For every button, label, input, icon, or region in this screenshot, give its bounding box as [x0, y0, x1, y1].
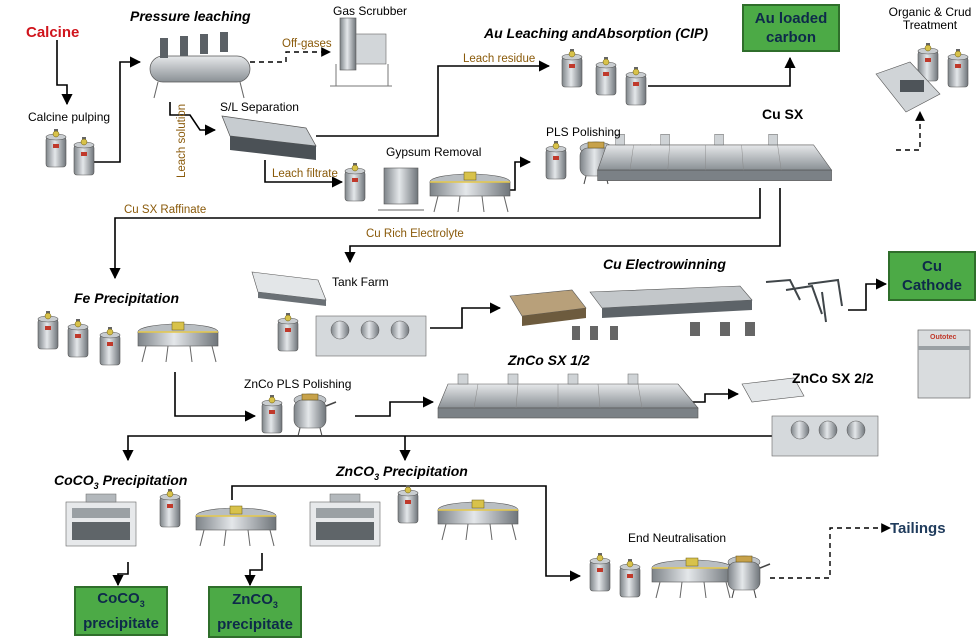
znco-sx-2-label: ZnCo SX 2/2	[792, 370, 874, 386]
sl-separation-label: S/L Separation	[220, 100, 299, 114]
calcine-feed-label: Calcine	[26, 24, 80, 41]
gypsum-reactor-icon	[378, 167, 424, 211]
znco3-precipitation-label: ZnCO3 Precipitation	[336, 463, 468, 482]
leach-filtrate-label: Leach filtrate	[272, 168, 338, 180]
thickener-icon	[651, 557, 733, 599]
coco3-precipitation-label: CoCO3 Precipitation	[54, 472, 188, 491]
sx-settler-icon	[597, 134, 832, 181]
autoclave-icon	[149, 32, 251, 99]
thickener-icon	[429, 171, 511, 213]
tank-icon	[159, 488, 181, 528]
pressure-leaching-label: Pressure leaching	[130, 8, 251, 24]
pls-polishing-label: PLS Polishing	[546, 125, 621, 139]
thickener-icon	[195, 505, 277, 547]
gas-scrubber-label: Gas Scrubber	[333, 4, 408, 18]
znco-pls-polishing-label: ZnCo PLS Polishing	[244, 377, 352, 391]
cu-electrowinning-label: Cu Electrowinning	[603, 256, 726, 272]
tank-farm-icon	[251, 271, 427, 357]
gypsum-removal-label: Gypsum Removal	[386, 145, 482, 159]
precipitation-unit-icon	[65, 493, 137, 547]
electrowinning-cell-icon	[509, 285, 755, 340]
organic-crud-treatment-label: Organic & Crud Treatment	[888, 5, 972, 32]
leach-residue-label: Leach residue	[463, 53, 536, 65]
tank-icon	[37, 310, 121, 366]
polishing-filter-icon	[293, 393, 337, 437]
cu-rich-electrolyte-label: Cu Rich Electrolyte	[366, 228, 464, 240]
tank-icon	[561, 48, 647, 106]
thickener-icon	[137, 321, 219, 363]
equipment-group	[37, 17, 971, 599]
polishing-filter-icon	[727, 555, 771, 599]
scrubber-icon	[330, 17, 392, 87]
cu-sx-raffinate-label: Cu SX Raffinate	[124, 204, 207, 216]
cathode-stripper-icon	[765, 278, 843, 323]
off-gases-label: Off-gases	[282, 38, 332, 50]
precipitation-unit-icon	[309, 493, 381, 547]
sx-settler-icon	[437, 373, 699, 419]
leach-solution-label: Leach solution	[176, 103, 188, 178]
control-cabinet-icon	[917, 329, 971, 399]
calcine-pulping-label: Calcine pulping	[28, 110, 111, 124]
organic-treatment-icon	[875, 42, 969, 113]
tank-farm-label: Tank Farm	[332, 275, 389, 289]
thickener-icon	[437, 499, 519, 541]
cu-sx-label: Cu SX	[762, 106, 804, 122]
outotec-logo-label: Outotec	[930, 334, 957, 341]
filter-icon	[221, 115, 317, 160]
tank-icon	[589, 552, 641, 598]
tank-icon	[397, 484, 419, 524]
tank-icon	[545, 140, 567, 180]
znco-sx-1-label: ZnCo SX 1/2	[508, 352, 590, 368]
au-leaching-label: Au Leaching andAbsorption (CIP)	[484, 25, 708, 41]
end-neutralisation-label: End Neutralisation	[628, 531, 727, 545]
tank-icon	[344, 162, 366, 202]
sx-settler-icon	[741, 377, 879, 457]
tank-icon	[261, 394, 283, 434]
tailings-label: Tailings	[890, 520, 946, 537]
fe-precipitation-label: Fe Precipitation	[74, 290, 180, 306]
tank-icon	[45, 128, 95, 176]
